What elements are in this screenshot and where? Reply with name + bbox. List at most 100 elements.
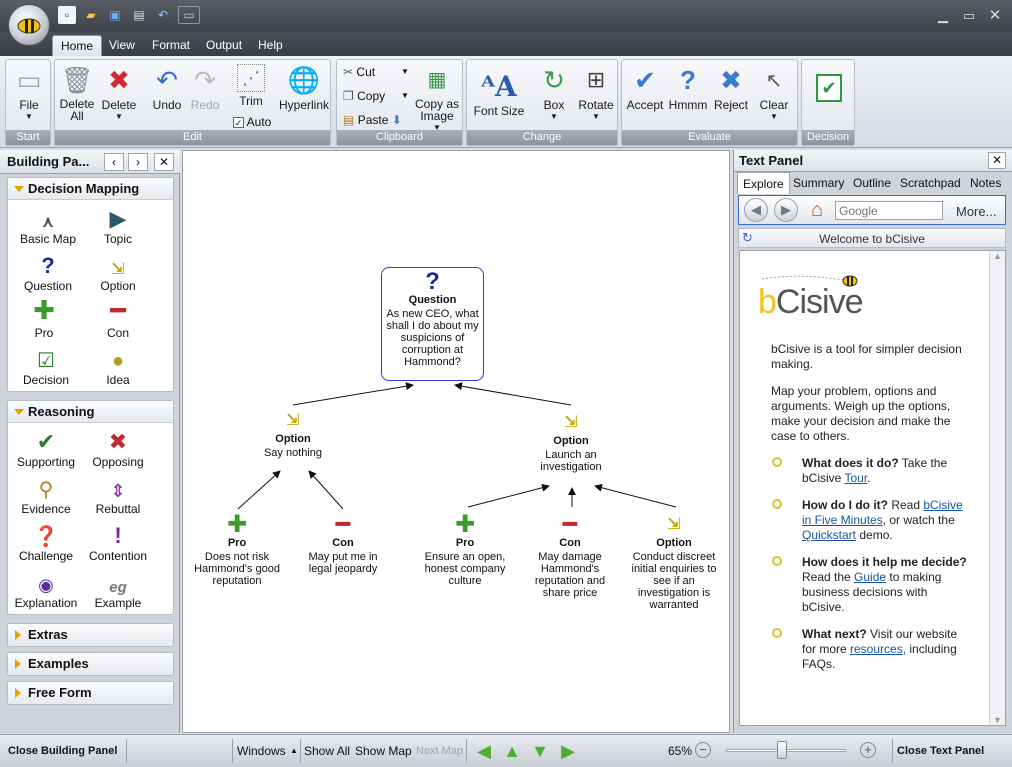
close-panel-icon[interactable]: ✕: [988, 152, 1006, 169]
tool-pro[interactable]: ✚Pro: [6, 295, 82, 347]
open-folder-icon[interactable]: ▰: [86, 8, 96, 22]
reject-button[interactable]: ✖ Reject: [710, 64, 752, 113]
copy-as-image-button[interactable]: ▦ Copy as Image ▼: [413, 64, 461, 134]
guide-link[interactable]: Guide: [854, 570, 887, 584]
arrow-right-icon[interactable]: ▶: [561, 741, 575, 761]
tab-scratchpad[interactable]: Scratchpad: [900, 176, 961, 190]
tab-output[interactable]: Output: [206, 38, 243, 52]
tool-evidence[interactable]: ⚲Evidence: [8, 476, 84, 523]
maximize-icon[interactable]: ▭: [962, 8, 976, 23]
more-link[interactable]: More...: [956, 204, 997, 219]
tour-link[interactable]: Tour: [844, 471, 868, 485]
save-icon[interactable]: ▣: [109, 8, 121, 22]
tab-outline[interactable]: Outline: [853, 176, 892, 190]
hmmm-button[interactable]: ? Hmmm: [666, 64, 710, 113]
refresh-icon[interactable]: ↻: [742, 230, 753, 245]
copy-button[interactable]: ❐ Copy ▼: [343, 89, 409, 103]
extras-header[interactable]: Extras: [8, 624, 173, 646]
free-form-header[interactable]: Free Form: [8, 682, 173, 704]
new-icon[interactable]: ▫: [58, 6, 76, 24]
rotate-button[interactable]: ⊞ Rotate ▼: [575, 64, 617, 121]
hyperlink-button[interactable]: 🌐 Hyperlink: [277, 64, 331, 113]
tool-question[interactable]: ?Question: [10, 253, 86, 300]
back-arrow-icon[interactable]: ◀: [744, 198, 768, 222]
clear-button[interactable]: ↖ Clear ▼: [754, 64, 794, 122]
tool-decision[interactable]: ☑Decision: [8, 347, 84, 394]
app-menu-button[interactable]: [8, 4, 50, 46]
tab-home[interactable]: Home: [52, 35, 103, 56]
print-icon[interactable]: ▤: [133, 8, 145, 22]
zoom-slider-thumb[interactable]: [776, 741, 787, 759]
close-window-icon[interactable]: ✕: [988, 7, 1002, 24]
cut-button[interactable]: ✂ Cut ▼: [343, 65, 409, 79]
tab-summary[interactable]: Summary: [793, 176, 845, 190]
tool-challenge[interactable]: ❓Challenge: [8, 523, 84, 570]
con-node-share-price[interactable]: ━ Con May damage Hammond's reputation an…: [528, 513, 612, 600]
tool-explanation[interactable]: ◉Explanation: [8, 570, 84, 617]
close-building-panel-button[interactable]: Close Building Panel: [8, 745, 118, 757]
zoom-in-icon[interactable]: +: [860, 742, 876, 758]
resources-link[interactable]: resources,: [850, 642, 907, 656]
scroll-down-icon[interactable]: ▼: [993, 715, 1002, 725]
pro-node-reputation[interactable]: ✚ Pro Does not risk Hammond's good reput…: [188, 513, 286, 588]
pro-node-honest-culture[interactable]: ✚ Pro Ensure an open, honest company cul…: [415, 513, 515, 588]
scrollbar[interactable]: ▲ ▼: [989, 251, 1005, 725]
paste-button[interactable]: ▤ Paste ⬇: [343, 110, 413, 130]
forward-arrow-icon[interactable]: ▶: [774, 198, 798, 222]
accept-button[interactable]: ✔ Accept: [624, 64, 666, 113]
decision-button[interactable]: ✔: [810, 74, 848, 104]
tab-explore[interactable]: Explore: [737, 172, 790, 194]
tool-con[interactable]: ━Con: [80, 295, 156, 347]
chevron-right-icon[interactable]: ›: [128, 153, 148, 171]
tab-view[interactable]: View: [109, 38, 135, 52]
question-node[interactable]: ? Question As new CEO, what shall I do a…: [381, 267, 484, 381]
tab-help[interactable]: Help: [258, 38, 283, 52]
tab-format[interactable]: Format: [152, 38, 191, 52]
delete-button[interactable]: ✖ Delete ▼: [99, 64, 139, 122]
option-node-discreet-enquiries[interactable]: ⇲ Option Conduct discreet initial enquir…: [629, 513, 719, 611]
tool-opposing[interactable]: ✖Opposing: [80, 429, 156, 476]
decision-mapping-header[interactable]: Decision Mapping: [8, 178, 173, 200]
minimize-icon[interactable]: ▁: [938, 8, 948, 23]
examples-section[interactable]: Examples: [7, 652, 174, 676]
font-size-button[interactable]: ᴬA Font Size: [469, 70, 529, 119]
tool-idea[interactable]: ●Idea: [80, 347, 156, 394]
box-button[interactable]: ↻ Box ▼: [535, 64, 573, 122]
delete-all-button[interactable]: 🗑 Delete All: [57, 64, 97, 123]
tool-contention[interactable]: !Contention: [80, 523, 156, 570]
next-map-button[interactable]: Next Map: [416, 745, 464, 757]
close-panel-icon[interactable]: ✕: [154, 153, 174, 171]
show-all-button[interactable]: Show All: [304, 744, 351, 758]
show-map-button[interactable]: Show Map: [355, 744, 412, 758]
map-canvas[interactable]: ? Question As new CEO, what shall I do a…: [182, 150, 730, 733]
tool-supporting[interactable]: ✔Supporting: [8, 429, 84, 476]
close-text-panel-button[interactable]: Close Text Panel: [897, 745, 985, 757]
quickstart-link[interactable]: Quickstart: [802, 528, 857, 542]
chevron-left-icon[interactable]: ‹: [104, 153, 124, 171]
option-node-say-nothing[interactable]: ⇲ Option Say nothing: [243, 409, 343, 459]
zoom-out-icon[interactable]: −: [695, 742, 711, 758]
arrow-down-icon[interactable]: ▼: [531, 741, 549, 761]
con-node-legal-jeopardy[interactable]: ━ Con May put me in legal jeopardy: [293, 513, 393, 576]
chevron-up-icon[interactable]: ▲: [290, 746, 298, 755]
undo-button[interactable]: ↶ Undo: [147, 64, 187, 113]
windows-menu-button[interactable]: Windows: [237, 744, 286, 758]
tool-basic-map[interactable]: ⋏Basic Map: [10, 206, 86, 253]
five-minutes-link[interactable]: bCisive in Five Minutes: [802, 498, 963, 527]
home-icon[interactable]: ⌂: [810, 199, 824, 221]
scroll-up-icon[interactable]: ▲: [993, 251, 1002, 261]
examples-header[interactable]: Examples: [8, 653, 173, 675]
auto-checkbox[interactable]: ✓ Auto: [233, 115, 271, 129]
tool-topic[interactable]: ▶Topic: [80, 206, 156, 253]
tool-option[interactable]: ⇲Option: [80, 253, 156, 300]
option-node-launch-investigation[interactable]: ⇲ Option Launch an investigation: [521, 411, 621, 473]
reasoning-header[interactable]: Reasoning: [8, 401, 173, 423]
image-icon[interactable]: ▭: [178, 6, 200, 24]
extras-section[interactable]: Extras: [7, 623, 174, 647]
tool-rebuttal[interactable]: ⇕Rebuttal: [80, 476, 156, 523]
arrow-left-icon[interactable]: ◀: [477, 741, 491, 761]
free-form-section[interactable]: Free Form: [7, 681, 174, 705]
search-input[interactable]: [835, 201, 943, 220]
arrow-up-icon[interactable]: ▲: [503, 741, 521, 761]
